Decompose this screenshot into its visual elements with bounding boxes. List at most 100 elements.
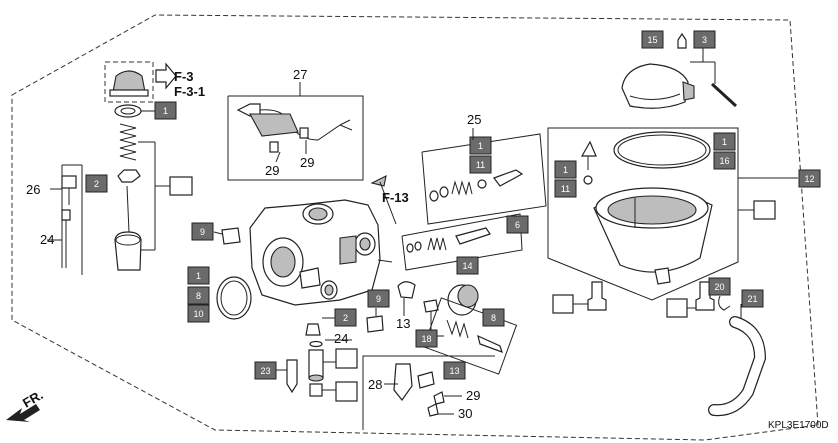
- slide-top: [115, 234, 141, 246]
- ref-box-23[interactable]: 23: [254, 361, 277, 380]
- ref-box-10[interactable]: 10: [187, 304, 210, 323]
- empty-ref-box-mid2: [335, 381, 358, 402]
- cap-9b: [366, 315, 384, 333]
- empty-ref-box-bowl2: [666, 298, 688, 318]
- ref-box-bg: [254, 361, 277, 380]
- ref-f31[interactable]: F-3-1: [174, 84, 205, 99]
- part-29-label-a: 29: [265, 163, 279, 178]
- ref-box-9b[interactable]: 9: [367, 289, 390, 308]
- ref-box-bg: [693, 30, 716, 49]
- ref-f13[interactable]: F-13: [382, 190, 409, 205]
- ref-box-number: 10: [193, 309, 203, 319]
- part-26-label: 26: [26, 182, 40, 197]
- ref-box-1a[interactable]: 1: [154, 101, 177, 120]
- group-8-outline: [422, 297, 518, 375]
- ref-box-number: 21: [747, 294, 757, 304]
- ref-box-number: 14: [462, 261, 472, 271]
- empty-ref-box-right: [753, 200, 776, 220]
- ref-box-bg: [554, 179, 577, 198]
- jet-needle: [126, 185, 130, 233]
- main-jet-assembly: [305, 323, 324, 397]
- ref-box-bg: [443, 361, 466, 380]
- part-25-label: 25: [467, 112, 481, 127]
- ref-f3[interactable]: F-3: [174, 69, 194, 84]
- ref-box-18[interactable]: 18: [415, 329, 438, 348]
- ref-box-bg: [469, 155, 492, 174]
- ref-box-bg: [482, 308, 505, 327]
- empty-ref-box-left: [169, 176, 193, 196]
- carburetor-body: [249, 199, 393, 306]
- cap-flange: [109, 89, 149, 97]
- ref-box-number: 16: [719, 156, 729, 166]
- ref-box-bg: [554, 160, 577, 179]
- ref-arrow-icon: [155, 62, 177, 90]
- empty-ref-box-mid1: [335, 348, 358, 369]
- float-valve: [580, 140, 597, 157]
- ref-box-3[interactable]: 3: [693, 30, 716, 49]
- diagram-code: KPL3E1700D: [768, 420, 829, 431]
- o-ring-top-inner: [120, 107, 136, 115]
- ref-box-number: 11: [476, 160, 485, 170]
- group-6-outline: [401, 213, 523, 271]
- ref-box-6[interactable]: 6: [506, 215, 529, 234]
- ref-box-1b[interactable]: 1: [187, 266, 210, 285]
- part-28-label: 28: [368, 377, 382, 392]
- part-29-label-c: 29: [466, 388, 480, 403]
- ref-box-number: 12: [804, 174, 814, 184]
- ref-box-bg: [456, 256, 479, 275]
- part-29-label-b: 29: [300, 155, 314, 170]
- ref-box-1e[interactable]: 1: [554, 160, 577, 179]
- main-assembly-outline: [11, 14, 819, 441]
- ref-box-16[interactable]: 16: [713, 151, 736, 170]
- hose-clip-20: [718, 295, 731, 311]
- ref-box-2b[interactable]: 2: [334, 308, 357, 327]
- ref-box-number: 3: [702, 35, 707, 45]
- clip-15: [677, 32, 687, 49]
- bracket-28: [393, 363, 413, 401]
- ref-box-bg: [713, 151, 736, 170]
- part-13-label: 13: [396, 316, 410, 331]
- front-direction-arrow-icon: [6, 404, 40, 422]
- rod-3: [710, 82, 738, 108]
- wire-harness: [236, 103, 353, 153]
- ref-box-11b[interactable]: 11: [554, 179, 577, 198]
- ref-box-number: 1: [478, 141, 483, 151]
- ref-box-bg: [708, 277, 731, 296]
- ref-box-bg: [187, 266, 210, 285]
- ref-box-number: 8: [196, 291, 201, 301]
- ref-box-1d[interactable]: 1: [713, 132, 736, 151]
- ref-box-number: 6: [515, 220, 520, 230]
- ref-box-number: 9: [376, 294, 381, 304]
- ref-box-number: 15: [647, 35, 657, 45]
- diaphragm-cap: [112, 70, 146, 93]
- ref-box-13[interactable]: 13: [443, 361, 466, 380]
- ref-box-8[interactable]: 8: [187, 286, 210, 305]
- cap-dashed-box: [104, 61, 154, 103]
- ref-box-bg: [798, 169, 821, 188]
- group-25-outline: [421, 133, 547, 225]
- ref-box-number: 1: [196, 271, 201, 281]
- ref-box-15[interactable]: 15: [641, 30, 664, 49]
- part-24-label-b: 24: [334, 331, 348, 346]
- ref-box-2a[interactable]: 2: [85, 174, 108, 193]
- ref-box-bg: [154, 101, 177, 120]
- ref-box-20[interactable]: 20: [708, 277, 731, 296]
- ref-box-bg: [469, 136, 492, 155]
- ref-box-14[interactable]: 14: [456, 256, 479, 275]
- part-30-label: 30: [458, 406, 472, 421]
- ref-box-number: 1: [163, 106, 168, 116]
- ref-box-11a[interactable]: 11: [469, 155, 492, 174]
- ref-box-1c[interactable]: 1: [469, 136, 492, 155]
- ref-box-12[interactable]: 12: [798, 169, 821, 188]
- ref-box-8b[interactable]: 8: [482, 308, 505, 327]
- ref-box-21[interactable]: 21: [741, 289, 764, 308]
- ref-box-number: 1: [722, 137, 727, 147]
- ref-box-number: 11: [561, 184, 570, 194]
- fr-label: FR.: [20, 387, 46, 410]
- ref-box-bg: [187, 304, 210, 323]
- ref-box-number: 9: [200, 227, 205, 237]
- empty-ref-box-bowl1: [552, 294, 574, 314]
- o-ring-top: [114, 104, 142, 118]
- ref-box-9a[interactable]: 9: [191, 222, 214, 241]
